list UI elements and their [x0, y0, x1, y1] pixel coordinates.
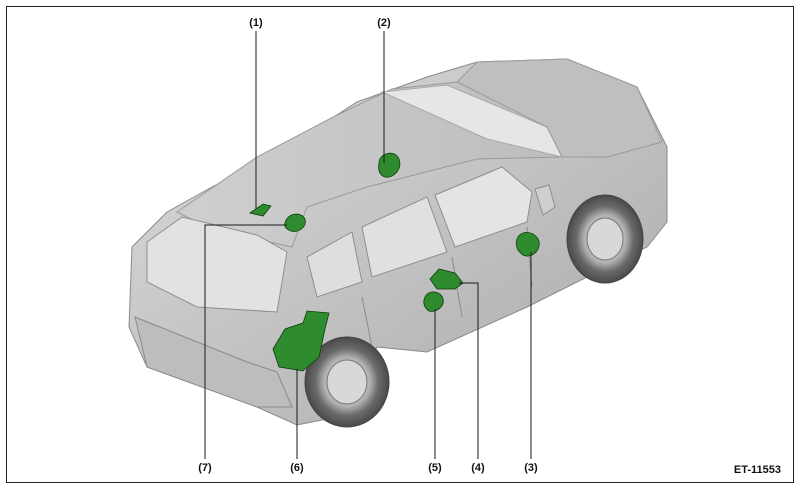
- side-mirror: [534, 184, 556, 216]
- callout-label-3: (3): [524, 462, 538, 474]
- vehicle-illustration: [128, 31, 668, 459]
- leader-line-7: [204, 224, 287, 459]
- figure-reference-code: ET-11553: [733, 464, 781, 476]
- rear-wheel: [304, 336, 390, 428]
- rear-window: [146, 216, 288, 313]
- callout-label-7: (7): [198, 462, 212, 474]
- front-side-window: [434, 166, 533, 248]
- component-7-pillar-module: [284, 213, 306, 232]
- component-3-front-door-module: [515, 232, 540, 257]
- component-5-door-speaker: [423, 291, 444, 312]
- callout-label-4: (4): [471, 462, 485, 474]
- rear-bumper: [134, 316, 293, 408]
- component-6-cargo-control-unit: [272, 310, 330, 372]
- component-1-roof-antenna: [249, 203, 272, 217]
- callout-label-5: (5): [428, 462, 442, 474]
- leader-line-4: [459, 282, 479, 459]
- front-wheel: [566, 194, 644, 284]
- middle-side-window: [361, 196, 448, 278]
- car-hood: [456, 58, 663, 158]
- callout-label-1: (1): [249, 17, 263, 29]
- diagram-frame: (1) (2) (3) (4) (5) (6) (7) ET-11553: [6, 6, 794, 483]
- callout-label-6: (6): [290, 462, 304, 474]
- callout-label-2: (2): [377, 17, 391, 29]
- rear-side-window: [306, 231, 363, 298]
